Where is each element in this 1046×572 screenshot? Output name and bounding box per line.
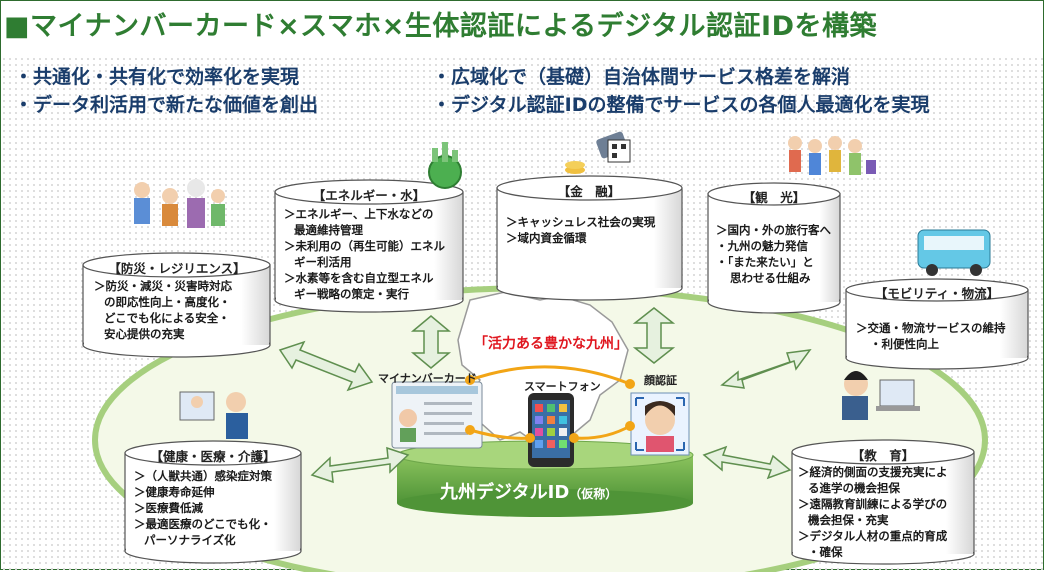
kinyu-line: ＞キャッシュレス社会の実現 [506,215,656,229]
catchphrase: 「活力ある豊かな九州」 [474,336,628,352]
cylinder-energy [274,179,464,313]
kanko-text: ＞国内・外の旅行客へ ・九州の魅力発信 ・「また来たい」と 思わせる仕組み [716,222,831,286]
kyoiku-line: ＞経済的側面の支援充実によ [798,465,948,479]
kenko-line: ＞健康寿命延伸 [134,485,215,499]
kyoiku-heading: 【教 育】 [851,448,915,463]
earth-energy-illustration [428,142,462,189]
bousai-heading: 【防災・レジリエンス】 [108,261,246,276]
kenko-heading: 【健康・医療・介護】 [150,449,276,464]
bullet-2: ・広域化で（基礎）自治体間サービス格差を解消 [432,66,851,88]
kyoiku-line: 機会担保・充実 [808,513,889,527]
link-nodes [465,375,635,443]
kanko-line: ・九州の魅力発信 [716,239,808,253]
arrow-kinyu [632,307,676,364]
kanko-line: ・「また来たい」と [716,255,814,269]
face-recognition-icon [630,392,690,456]
kanko-heading: 【観 光】 [742,190,806,205]
arrow-bousai [278,340,374,392]
kenko-line: ＞医療費低減 [134,501,203,515]
bullet-4: ・デジタル認証IDの整備でサービスの各個人最適化を実現 [432,94,930,116]
page-title: ■マイナンバーカード×スマホ×生体認証によるデジタル認証IDを構築 [4,11,878,42]
smartphone-icon [528,393,574,467]
bus-illustration [917,229,991,276]
doctor-patient-illustration [179,391,248,439]
mobility-text: ＞交通・物流サービスの維持 ・利便性向上 [856,320,1006,352]
kenko-line: パーソナライズ化 [144,533,236,547]
arrow-energy [410,315,452,369]
platform-sub: （仮称） [569,487,618,501]
kyoiku-line: る進学の機会担保 [808,481,900,495]
payment-illustration [565,131,631,174]
kinyu-heading: 【金 融】 [557,184,621,199]
energy-line: ＞水素等を含む自立型エネル [284,271,434,285]
mynumber-card-icon [391,381,483,449]
tourists-illustration [788,136,876,175]
cylinder-bousai [82,252,271,358]
mobility-line: ＞交通・物流サービスの維持 [856,321,1006,335]
bousai-line: ＞防災・減災・災害時対応 [94,279,232,293]
energy-text: ＞エネルギー、上下水などの 最適維持管理 ＞未利用の（再生可能）エネル ギー利活… [284,206,445,302]
bousai-line: どこでも化による安全・ [104,311,230,325]
kenko-text: ＞（人獣共通）感染症対策 ＞健康寿命延伸 ＞医療費低減 ＞最適医療のどこでも化・… [134,468,272,548]
bousai-line: 安心提供の充実 [104,327,185,341]
energy-line: ギー戦略の策定・実行 [294,287,409,301]
kyoiku-text: ＞経済的側面の支援充実によ る進学の機会担保 ＞遠隔教育訓練による学びの 機会担… [798,464,948,560]
kinyu-text: ＞キャッシュレス社会の実現 ＞域内資金循環 [506,214,655,246]
cylinder-kyoiku [791,439,975,565]
double-arrows [278,307,812,484]
kenko-line: ＞（人獣共通）感染症対策 [134,469,272,483]
mobility-heading: 【モビリティ・物流】 [874,286,1000,301]
cylinder-kenko [124,440,302,564]
arrow-kyoiku [702,445,792,480]
arrow-kenko [310,446,410,484]
energy-line: 最適維持管理 [294,223,363,237]
platform-name: 九州デジタルID [440,482,570,503]
bousai-line: の即応性向上・高度化・ [104,295,231,309]
kanko-line: ＞国内・外の旅行客へ [716,223,831,237]
cylinder-kanko [707,182,841,314]
mynumber-card-label: マイナンバーカード [378,372,477,385]
kenko-line: ＞最適医療のどこでも化・ [134,517,272,531]
student-pc-illustration [842,371,920,420]
kanko-line: 思わせる仕組み [730,271,811,285]
platform-label: 九州デジタルID（仮称） [440,478,617,504]
mobility-line: ・利便性向上 [870,337,939,351]
arrow-mobility [720,349,812,389]
energy-line: ＞エネルギー、上下水などの [284,207,434,221]
energy-line: ギー利活用 [294,255,352,269]
bousai-text: ＞防災・減災・災害時対応 の即応性向上・高度化・ どこでも化による安全・ 安心提… [94,278,232,342]
smartphone-label: スマートフォン [524,380,601,393]
cylinder-kinyu [496,175,683,301]
energy-line: ＞未利用の（再生可能）エネル [284,239,445,253]
kinyu-line: ＞域内資金循環 [506,231,587,245]
bullet-1: ・共通化・共有化で効率化を実現 [14,66,300,88]
face-auth-label: 顔認証 [644,374,677,387]
energy-heading: 【エネルギー・水】 [312,188,426,203]
kyoiku-line: ＞遠隔教育訓練による学びの [798,497,948,511]
cylinder-mobility [845,278,1029,370]
bullet-3: ・データ利活用で新たな価値を創出 [14,94,319,116]
kyoiku-line: ＞デジタル人材の重点的育成 [798,529,948,543]
kyoiku-line: ・確保 [808,545,843,559]
elderly-people-illustration [134,179,225,228]
